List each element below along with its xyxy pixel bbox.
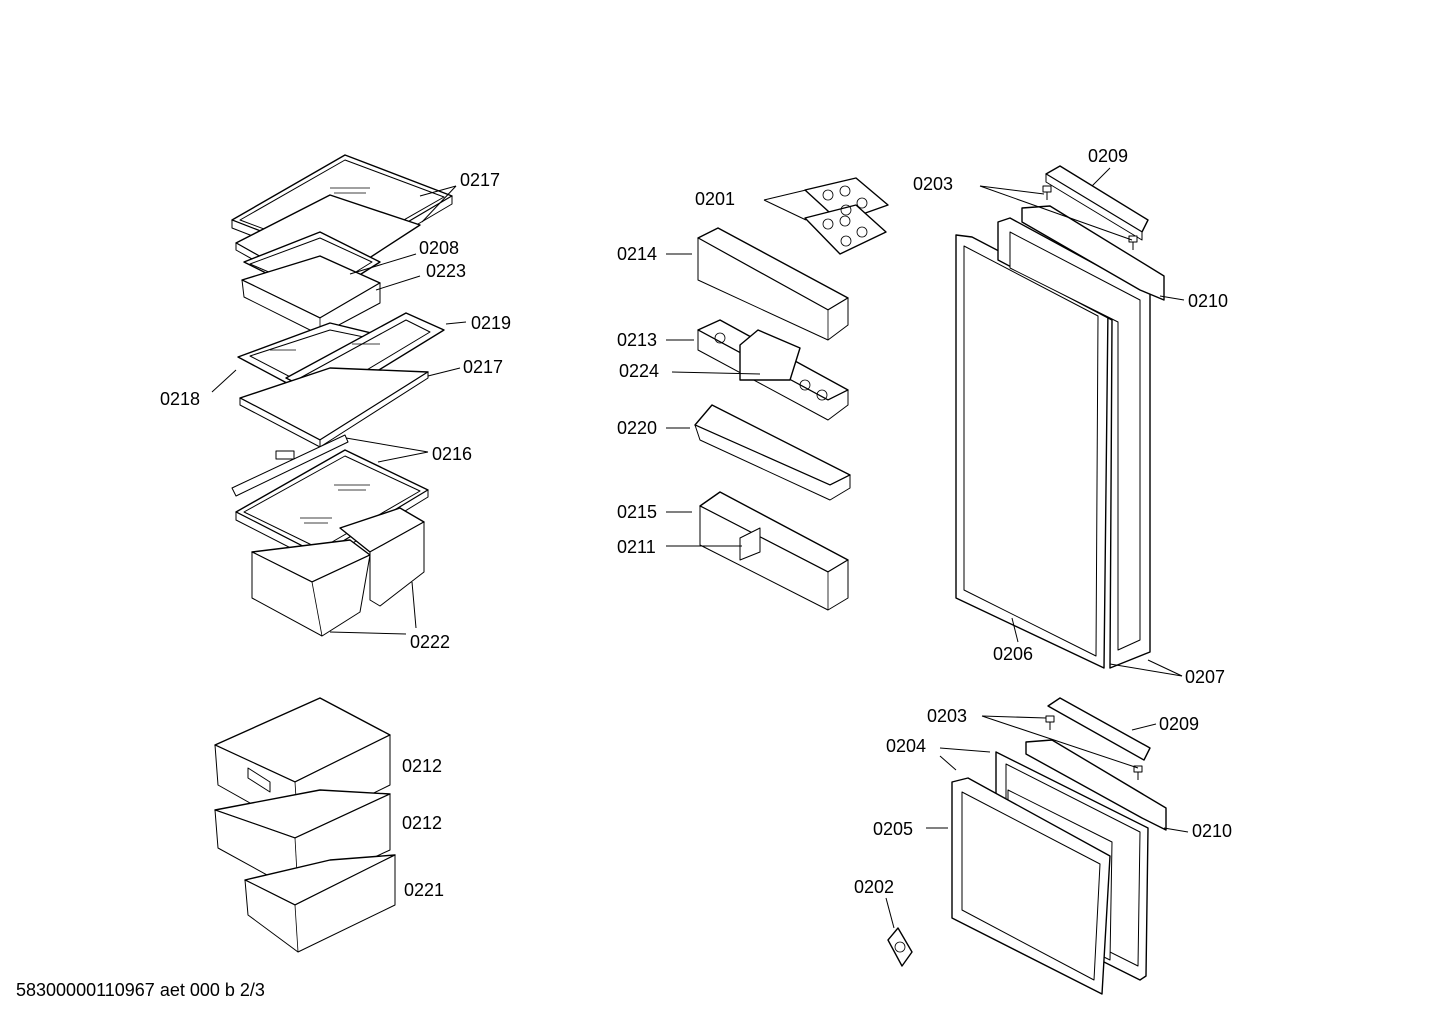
label-0224: 0224 <box>619 361 659 381</box>
label-0209-lower: 0209 <box>1159 714 1199 734</box>
lower-hinge-0210 <box>1025 739 1167 831</box>
glass-shelf-0217-lower <box>239 367 429 448</box>
label-0203-upper: 0203 <box>913 174 953 194</box>
label-0217-top: 0217 <box>460 170 500 190</box>
lower-screws-0203 <box>1045 715 1143 780</box>
label-0205: 0205 <box>873 819 913 839</box>
label-0210-lower: 0210 <box>1192 821 1232 841</box>
egg-trays-0201 <box>804 177 889 255</box>
upper-door-gasket-0206 <box>955 234 1109 669</box>
label-0221: 0221 <box>404 880 444 900</box>
label-0214: 0214 <box>617 244 657 264</box>
egg-holder-0213 <box>697 319 849 421</box>
label-0201: 0201 <box>695 189 735 209</box>
label-0211: 0211 <box>617 537 656 557</box>
door-bin-0220 <box>694 404 851 501</box>
drawer-0221 <box>244 854 396 953</box>
label-0218: 0218 <box>160 389 200 409</box>
upper-hinge-0210 <box>1021 205 1165 301</box>
label-0207: 0207 <box>1185 667 1225 687</box>
document-id-footer: 58300000110967 aet 000 b 2/3 <box>16 980 265 1000</box>
label-0212-top: 0212 <box>402 756 442 776</box>
door-bin-0215 <box>699 491 849 611</box>
label-0204: 0204 <box>886 736 926 756</box>
label-0206: 0206 <box>993 644 1033 664</box>
thermostat-knob-0202 <box>887 927 913 967</box>
label-0202: 0202 <box>854 877 894 897</box>
label-0222: 0222 <box>410 632 450 652</box>
label-0210-upper: 0210 <box>1188 291 1228 311</box>
upper-screws-0203 <box>1042 185 1138 250</box>
label-0219: 0219 <box>471 313 511 333</box>
label-0217-lower: 0217 <box>463 357 503 377</box>
lower-door-gasket-0205 <box>951 777 1111 995</box>
upper-hinge-cover-0209 <box>1045 165 1149 241</box>
door-bin-0214 <box>697 227 849 341</box>
part-labels: 0217 0208 0223 0219 0217 0218 0216 0222 … <box>160 146 1232 900</box>
label-0213: 0213 <box>617 330 657 350</box>
label-0203-lower: 0203 <box>927 706 967 726</box>
label-0220: 0220 <box>617 418 657 438</box>
upper-door-panel-0207 <box>997 217 1151 669</box>
label-0216: 0216 <box>432 444 472 464</box>
label-0208: 0208 <box>419 238 459 258</box>
vegetable-drawers-0222 <box>251 507 425 637</box>
label-0212-middle: 0212 <box>402 813 442 833</box>
leader-lines <box>211 167 1189 929</box>
label-0209-upper: 0209 <box>1088 146 1128 166</box>
lower-hinge-cover-0209 <box>1047 697 1151 761</box>
label-0223: 0223 <box>426 261 466 281</box>
label-0215: 0215 <box>617 502 657 522</box>
